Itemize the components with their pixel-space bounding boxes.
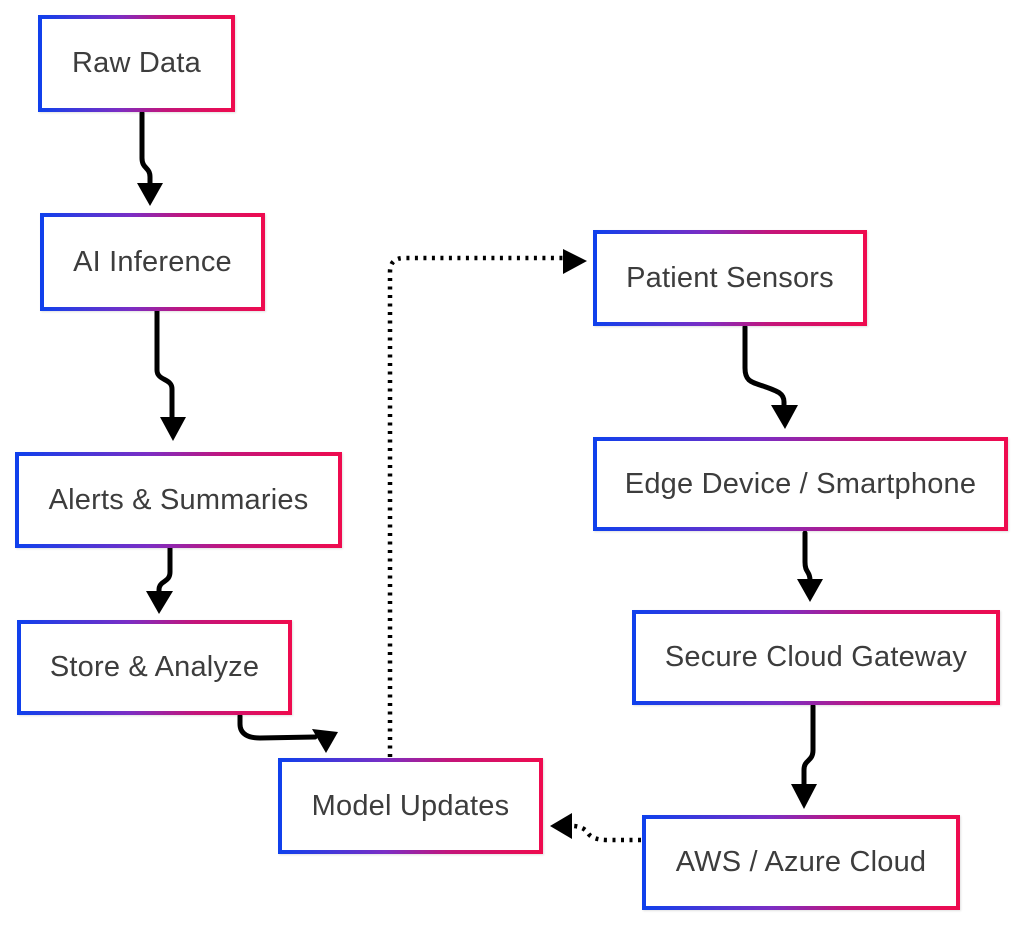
node-patient-sensors-label: Patient Sensors [626, 261, 834, 294]
node-secure-cloud-gateway-label: Secure Cloud Gateway [664, 641, 968, 673]
node-store-analyze: Store & Analyze [17, 620, 292, 715]
edge-aws-azure-cloud-to-model-updates [550, 813, 641, 843]
arrowhead-down-icon [791, 784, 817, 809]
node-aws-azure-cloud-label: AWS / Azure Cloud [675, 846, 927, 878]
arrowhead-down-icon [771, 405, 798, 429]
edge-model-updates-to-patient-sensors [387, 249, 587, 757]
arrowhead-right-icon [563, 249, 587, 274]
node-store-analyze-label: Store & Analyze [49, 651, 260, 683]
node-edge-device: Edge Device / Smartphone [593, 437, 1008, 531]
arrowhead-down-icon [146, 591, 173, 614]
node-raw-data-label: Raw Data [72, 47, 201, 79]
edge-alerts-summaries-to-store-analyze [146, 545, 173, 614]
arrowhead-down-icon [160, 417, 186, 441]
edge-edge-device-to-secure-cloud-gateway [797, 530, 823, 602]
arrowhead-down-icon [137, 183, 163, 206]
node-raw-data: Raw Data [38, 15, 235, 112]
node-edge-device-label: Edge Device / Smartphone [624, 467, 977, 500]
node-secure-cloud-gateway: Secure Cloud Gateway [632, 610, 1000, 705]
arrowhead-down-icon [312, 729, 338, 753]
node-patient-sensors: Patient Sensors [593, 230, 867, 326]
node-model-updates-label: Model Updates [311, 789, 510, 822]
node-ai-inference-label: AI Inference [73, 245, 232, 278]
node-alerts-summaries-label: Alerts & Summaries [48, 483, 309, 516]
edge-raw-data-to-ai-inference [137, 110, 163, 206]
node-aws-azure-cloud: AWS / Azure Cloud [642, 815, 960, 910]
arrowhead-left-icon [550, 813, 572, 839]
node-model-updates: Model Updates [278, 758, 543, 854]
node-alerts-summaries: Alerts & Summaries [15, 452, 342, 548]
arrowhead-down-icon [797, 579, 823, 602]
node-ai-inference: AI Inference [40, 213, 265, 311]
edge-ai-inference-to-alerts-summaries [154, 308, 186, 441]
edge-patient-sensors-to-edge-device [742, 324, 798, 429]
edge-store-analyze-to-model-updates [237, 713, 338, 753]
edge-secure-cloud-gateway-to-aws-azure-cloud [791, 703, 817, 809]
